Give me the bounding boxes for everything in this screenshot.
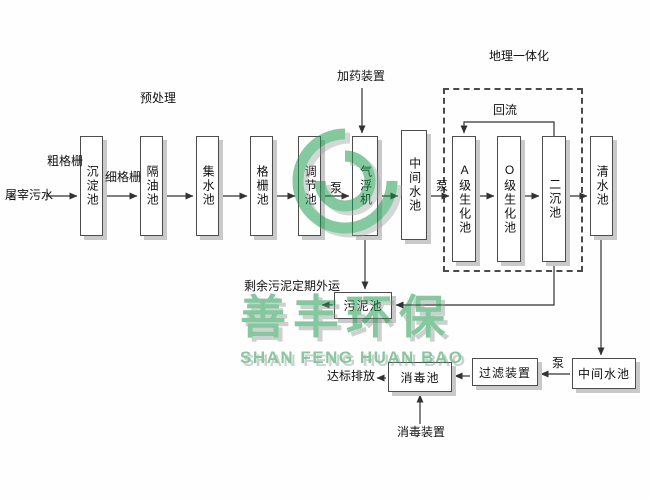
- tank-oil-separation-label: 隔油池: [145, 165, 160, 207]
- tank-a-bio: A级生化池: [452, 136, 476, 262]
- tank-oil-separation: 隔油池: [140, 136, 163, 236]
- disinfect-device-label: 消毒装置: [397, 425, 446, 439]
- buried-unit-dashed-boundary: [443, 88, 583, 272]
- fine-screen-label: 细格栅: [105, 170, 142, 184]
- tank-intermediate-1-label: 中间水池: [407, 157, 422, 213]
- tank-air-flotation: 气浮机: [352, 136, 378, 236]
- tank-filter-label: 过滤装置: [478, 365, 531, 380]
- sludge-out-label: 剩余污泥定期外运: [244, 279, 341, 293]
- tank-sludge: 污泥池: [334, 292, 392, 319]
- pump-label-1: 泵: [330, 181, 343, 195]
- tank-collecting: 集水池: [196, 136, 219, 236]
- tank-sedimentation-label: 沉淀池: [85, 165, 100, 207]
- tank-intermediate-2-label: 中间水池: [577, 367, 630, 381]
- tank-o-bio: O级生化池: [497, 136, 521, 262]
- reflux-label: 回流: [493, 103, 518, 117]
- tank-screen: 格栅池: [250, 136, 273, 236]
- reflux-arrow: [460, 121, 555, 136]
- tank-sedimentation: 沉淀池: [80, 136, 103, 236]
- coarse-screen-label: 粗格栅: [47, 154, 84, 168]
- tank-sludge-label: 污泥池: [343, 299, 383, 313]
- discharge-label: 达标排放: [327, 369, 376, 383]
- dosing-device-label: 加药装置: [337, 69, 386, 83]
- tank-intermediate-1: 中间水池: [401, 130, 427, 240]
- tank-filter: 过滤装置: [472, 358, 538, 386]
- pretreatment-label: 预处理: [140, 91, 177, 105]
- tank-a-bio-label: A级生化池: [457, 163, 472, 235]
- secondary-sed-sludge-arrow: [395, 264, 555, 309]
- tank-collecting-label: 集水池: [201, 165, 216, 207]
- tank-intermediate-2: 中间水池: [572, 358, 636, 389]
- tank-disinfection: 消毒池: [388, 362, 452, 392]
- tank-o-bio-label: O级生化池: [502, 163, 517, 235]
- tank-clean-water-label: 清水池: [595, 165, 610, 207]
- tank-disinfection-label: 消毒池: [400, 370, 440, 385]
- influent-label: 屠宰污水: [5, 188, 54, 202]
- tank-secondary-sed-label: 二沉池: [547, 178, 562, 220]
- pump-label-2: 泵: [436, 179, 449, 193]
- tank-screen-label: 格栅池: [255, 165, 270, 207]
- tank-air-flotation-label: 气浮机: [358, 165, 373, 207]
- tank-secondary-sed: 二沉池: [542, 136, 566, 262]
- tank-regulating: 调节池: [298, 136, 321, 236]
- tank-clean-water: 清水池: [590, 136, 613, 236]
- tank-regulating-label: 调节池: [303, 165, 318, 207]
- buried-unit-label: 地理一体化: [489, 49, 550, 63]
- pump-label-3: 泵: [552, 356, 565, 370]
